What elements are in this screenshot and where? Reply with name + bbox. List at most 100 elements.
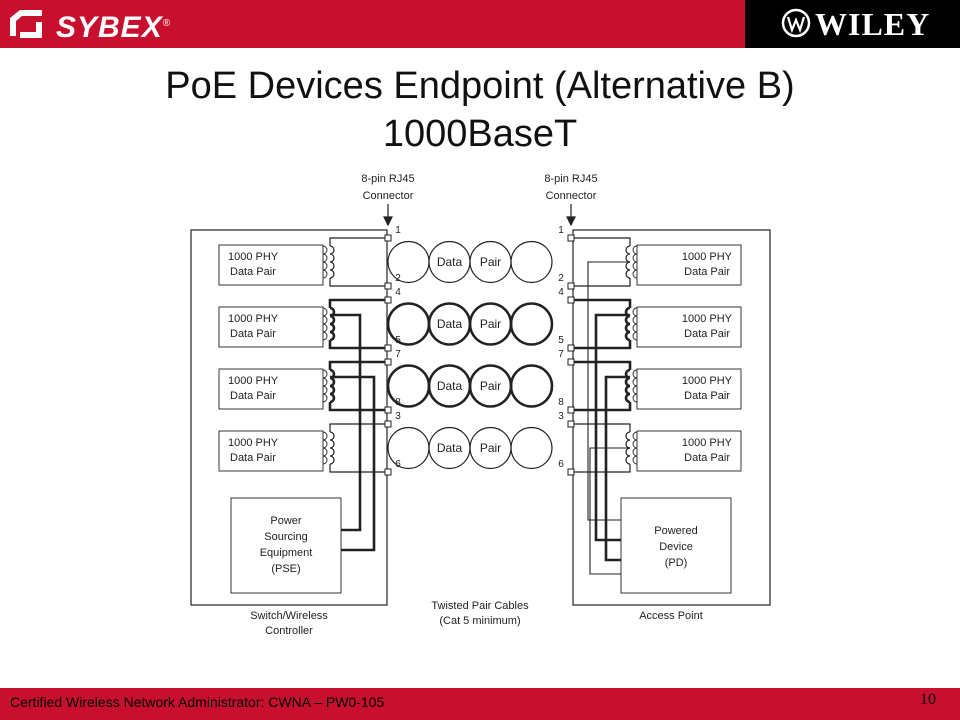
left-phy-label-line2-3: Data Pair	[230, 390, 276, 402]
right-phy-coil-2	[632, 307, 638, 341]
right-pin-bottom-1: 2	[558, 273, 564, 284]
left-caption-line2: Controller	[265, 625, 313, 637]
left-phy-box-4	[218, 430, 324, 472]
pin-square-3-3	[567, 358, 575, 366]
right-pair-wires-4	[571, 423, 631, 473]
wiley-seal-icon	[781, 8, 811, 38]
pd-thin-line-b	[589, 447, 630, 575]
pse-box	[230, 497, 342, 594]
left-pair-wires-3	[328, 360, 388, 412]
registered-mark: ®	[162, 18, 172, 29]
footer-course-title: Certified Wireless Network Administrator…	[10, 694, 385, 710]
twist-label-data-3: Data	[437, 379, 463, 393]
pin-square-1-2	[384, 282, 392, 290]
left-phy-coil-1	[322, 245, 328, 279]
left-pair-wires-4	[329, 423, 388, 473]
right-phy-coil-3	[632, 369, 638, 403]
left-pin-top-2: 4	[395, 287, 401, 298]
left-phy-label-line1-1: 1000 PHY	[228, 251, 279, 263]
pd-thin-line-a	[587, 261, 630, 521]
pse-label-line4: (PSE)	[271, 563, 300, 575]
right-phy-box-2	[636, 306, 742, 348]
twist-label-pair-4: Pair	[480, 441, 501, 455]
twist-label-pair-3: Pair	[480, 379, 501, 393]
left-phy-box-2	[218, 306, 324, 348]
twist-label-data-4: Data	[437, 441, 463, 455]
twist-circle-2-1	[386, 302, 431, 346]
left-pin-top-1: 1	[395, 225, 401, 236]
left-phy-box-1	[218, 244, 324, 286]
pin-square-4-3	[567, 420, 575, 428]
pd-label-line2: Device	[659, 541, 693, 553]
right-pin-top-4: 3	[558, 411, 564, 422]
right-connector-label-line1: 8-pin RJ45	[544, 173, 597, 185]
pin-square-4-2	[384, 468, 392, 476]
twist-circle-4-4	[510, 426, 553, 470]
cable-caption-line1: Twisted Pair Cables	[431, 600, 529, 612]
slide-title-line2: 1000BaseT	[382, 113, 578, 155]
right-phy-coil-4	[632, 431, 638, 465]
right-phy-box-4	[636, 430, 742, 472]
twist-circle-2-4	[509, 302, 554, 346]
right-line-coil-2	[624, 306, 631, 342]
left-pair-wires-2	[328, 298, 388, 350]
twist-circle-1-1	[387, 240, 430, 284]
twist-label-data-1: Data	[437, 255, 463, 269]
left-phy-label-line1-2: 1000 PHY	[228, 313, 279, 325]
right-phy-box-3	[636, 368, 742, 410]
pin-square-3-2	[384, 406, 392, 414]
pd-label-line1: Powered	[654, 525, 697, 537]
left-phy-coil-2	[322, 307, 328, 341]
sybex-logo-text: SYBEX	[56, 11, 163, 44]
pin-square-4-1	[384, 420, 392, 428]
pin-square-1-4	[567, 282, 575, 290]
pd-feed-line-a	[594, 313, 630, 542]
right-phy-label-line1-4: 1000 PHY	[682, 437, 733, 449]
pin-square-3-1	[384, 358, 392, 366]
wiley-logo-text: WILEY	[815, 6, 931, 42]
right-caption: Access Point	[639, 610, 703, 622]
cable-caption-line2: (Cat 5 minimum)	[439, 615, 520, 627]
left-phy-coil-3	[322, 369, 328, 403]
right-connector-arrow-head	[566, 216, 576, 227]
right-pair-wires-3	[571, 360, 632, 412]
left-phy-label-line1-3: 1000 PHY	[228, 375, 279, 387]
wiley-logo: WILEY	[745, 0, 960, 48]
right-pin-top-1: 1	[558, 225, 564, 236]
right-phy-label-line1-3: 1000 PHY	[682, 375, 733, 387]
left-pin-bottom-4: 6	[395, 459, 401, 470]
page-number: 10	[920, 691, 936, 708]
pse-label-line2: Sourcing	[264, 531, 307, 543]
left-pin-top-3: 7	[395, 349, 401, 360]
twist-label-pair-2: Pair	[480, 317, 501, 331]
left-phy-coil-4	[322, 431, 328, 465]
left-line-coil-4	[329, 431, 335, 465]
right-pin-bottom-3: 8	[558, 397, 564, 408]
pse-feed-line-a	[330, 313, 362, 532]
pin-square-2-4	[567, 344, 575, 352]
right-line-coil-3	[624, 368, 631, 404]
pse-label-line3: Equipment	[260, 547, 313, 559]
left-pair-wires-1	[329, 237, 388, 287]
twist-circle-1-4	[510, 240, 553, 284]
right-connector-label-line2: Connector	[546, 190, 597, 202]
right-phy-box-1	[636, 244, 742, 286]
left-pin-bottom-1: 2	[395, 273, 401, 284]
right-phy-label-line1-2: 1000 PHY	[682, 313, 733, 325]
left-line-coil-1	[329, 245, 335, 279]
right-pair-wires-2	[571, 298, 632, 350]
pin-square-1-1	[384, 234, 392, 242]
pse-feed-line-b	[330, 375, 376, 552]
left-phy-box-3	[218, 368, 324, 410]
pin-square-2-1	[384, 296, 392, 304]
left-caption-line1: Switch/Wireless	[250, 610, 328, 622]
footer-bar: Certified Wireless Network Administrator…	[0, 688, 960, 720]
right-pin-bottom-4: 6	[558, 459, 564, 470]
twist-circle-4-1	[387, 426, 430, 470]
right-phy-coil-1	[632, 245, 638, 279]
left-line-coil-3	[329, 368, 336, 404]
pd-feed-line-b	[604, 375, 630, 562]
header-bar: SYBEX® WILEY	[0, 0, 960, 48]
left-phy-label-line2-4: Data Pair	[230, 452, 276, 464]
